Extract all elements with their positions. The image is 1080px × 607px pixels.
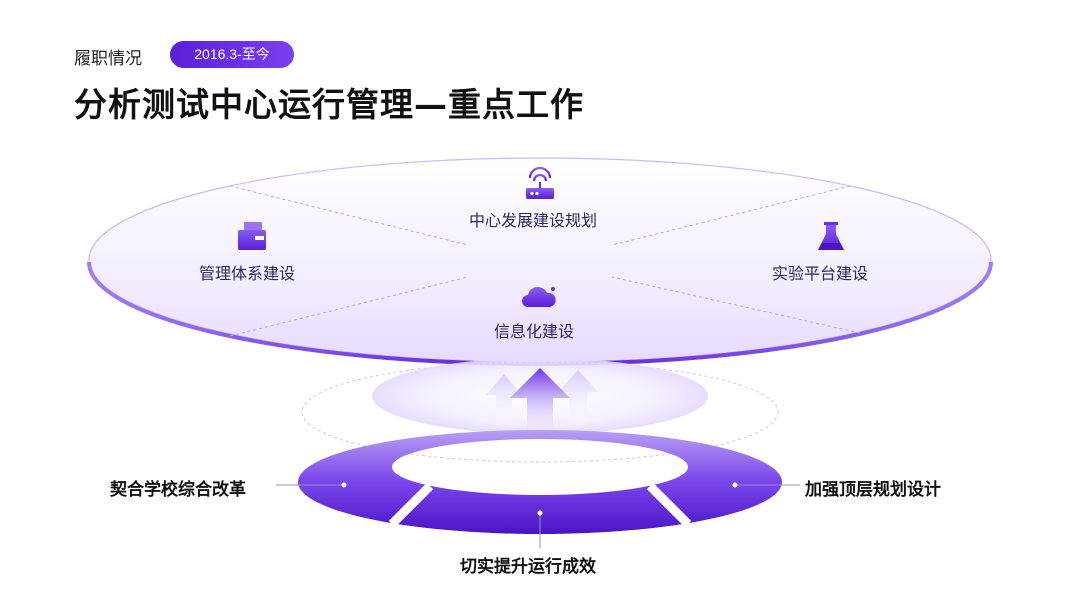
item-lab-platform: 实验平台建设	[772, 264, 869, 283]
flask-icon	[818, 222, 844, 250]
folder-icon	[238, 222, 266, 250]
base-ring	[298, 429, 783, 535]
cloud-icon	[522, 286, 556, 307]
item-management-system: 管理体系建设	[199, 264, 296, 283]
connector-dots	[341, 482, 738, 516]
base-connectors	[276, 484, 800, 548]
item-informatization: 信息化建设	[494, 322, 575, 341]
page-title: 分析测试中心运行管理—重点工作	[74, 85, 584, 124]
period-badge: 2016.3-至今	[170, 41, 294, 68]
base-label-bottom: 切实提升运行成效	[460, 557, 596, 577]
section-label: 履职情况	[74, 49, 142, 69]
item-development-planning: 中心发展建设规划	[469, 211, 598, 230]
up-arrows	[486, 368, 598, 442]
base-label-left: 契合学校综合改革	[110, 480, 246, 500]
base-label-right: 加强顶层规划设计	[805, 480, 941, 500]
router-icon	[526, 166, 554, 199]
